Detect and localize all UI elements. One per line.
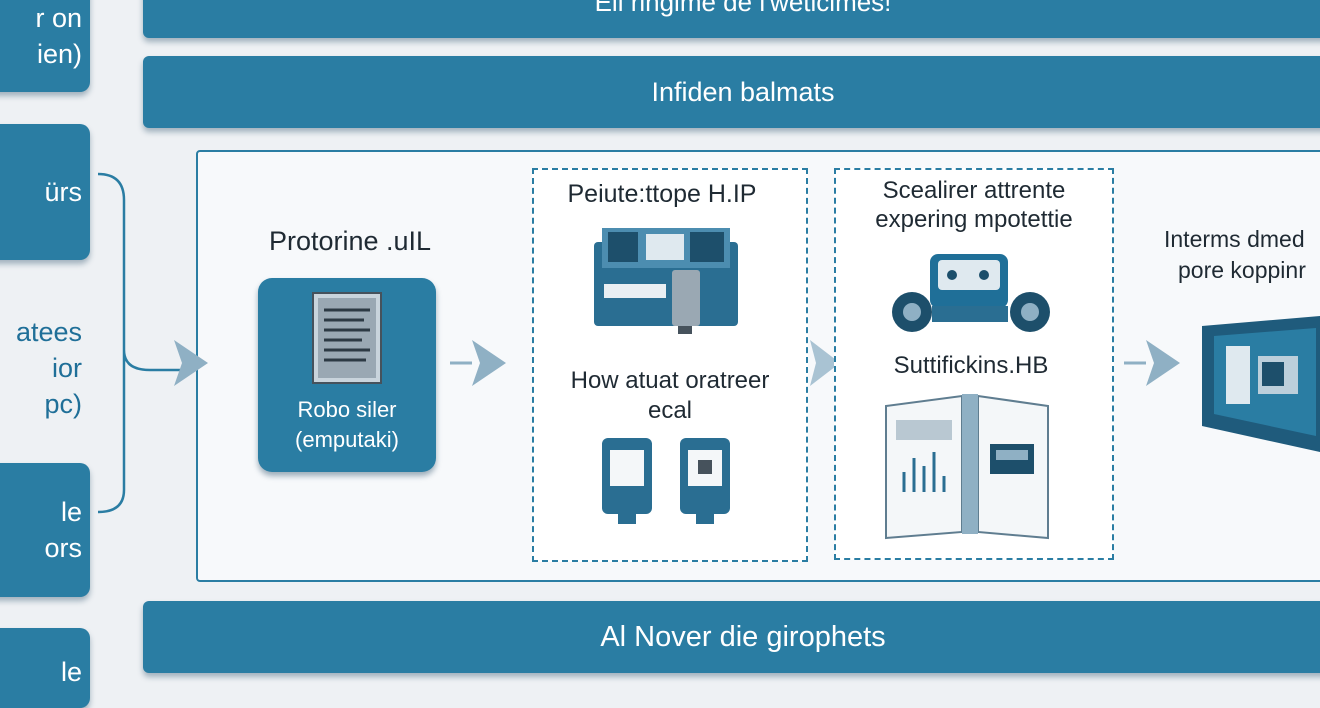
vehicle-icon — [892, 254, 1050, 332]
printer-icon — [602, 438, 730, 524]
sidebar-item-2-line1: ürs — [44, 177, 82, 207]
monitor-icon — [1202, 316, 1320, 452]
sidebar-item-5[interactable]: le — [0, 628, 90, 708]
sidebar-item-2[interactable]: ürs — [0, 124, 90, 260]
sidebar-item-1-line1: r on — [35, 3, 82, 33]
stage3-title-line1: Scealirer attrente — [882, 177, 1066, 204]
stage3-title: Scealirer attrente expering mpotettie — [834, 176, 1114, 234]
arrow-right-icon — [810, 340, 840, 386]
stage4-title-line1: Interms dmed — [1164, 226, 1305, 252]
stage3-caption: Suttifickins.HB — [893, 352, 1049, 379]
machine-icon — [594, 228, 738, 334]
footer-banner: Al Nover die girophets — [143, 601, 1320, 673]
footer-banner-text: Al Nover die girophets — [600, 621, 886, 653]
header-banner: Infiden balmats — [143, 56, 1320, 128]
stage1-title: Protorine .uIL — [268, 226, 432, 256]
top-banner: Eli ringime de l'wetlcimes! — [143, 0, 1320, 38]
sidebar-item-1-line2: ien) — [36, 39, 82, 69]
stage4-title: Interms dmed pore koppinr — [1150, 224, 1320, 286]
arrow-right-icon — [450, 340, 506, 386]
sidebar-item-3-line2: ior — [51, 353, 82, 383]
sidebar-item-3[interactable]: atees ior pc) — [0, 314, 90, 422]
top-banner-text: Eli ringime de l'wetlcimes! — [594, 0, 892, 17]
stage3-title-line2: expering mpotettie — [875, 206, 1073, 233]
stage1-box-label: Robo siler (emputaki) — [258, 395, 436, 455]
document-icon — [312, 292, 382, 384]
sidebar-item-3-line1: atees — [15, 317, 82, 347]
sidebar-item-3-line3: pc) — [44, 389, 82, 419]
stage2-title: Peiute:ttope H.IP — [567, 180, 757, 208]
sidebar-item-4-line2: ors — [44, 533, 82, 563]
sidebar-connector — [97, 172, 182, 514]
stage2-caption-line1: How atuat oratreer — [570, 367, 770, 394]
header-banner-text: Infiden balmats — [651, 77, 835, 107]
stage1-box-line2: (emputaki) — [295, 427, 399, 452]
sidebar-item-4[interactable]: le ors — [0, 463, 90, 597]
stage1-box-line1: Robo siler — [297, 397, 397, 422]
stage2-caption-line2: ecal — [647, 397, 693, 424]
sidebar-item-1[interactable]: r on ien) — [0, 0, 90, 92]
stage4-title-line2: pore koppinr — [1178, 257, 1306, 283]
arrow-right-icon — [1124, 340, 1180, 386]
stage2-caption: How atuat oratreer ecal — [540, 366, 800, 426]
book-icon — [885, 394, 1049, 540]
sidebar-item-5-line1: le — [60, 657, 82, 687]
arrow-right-icon — [174, 340, 208, 386]
sidebar-item-4-line1: le — [60, 497, 82, 527]
